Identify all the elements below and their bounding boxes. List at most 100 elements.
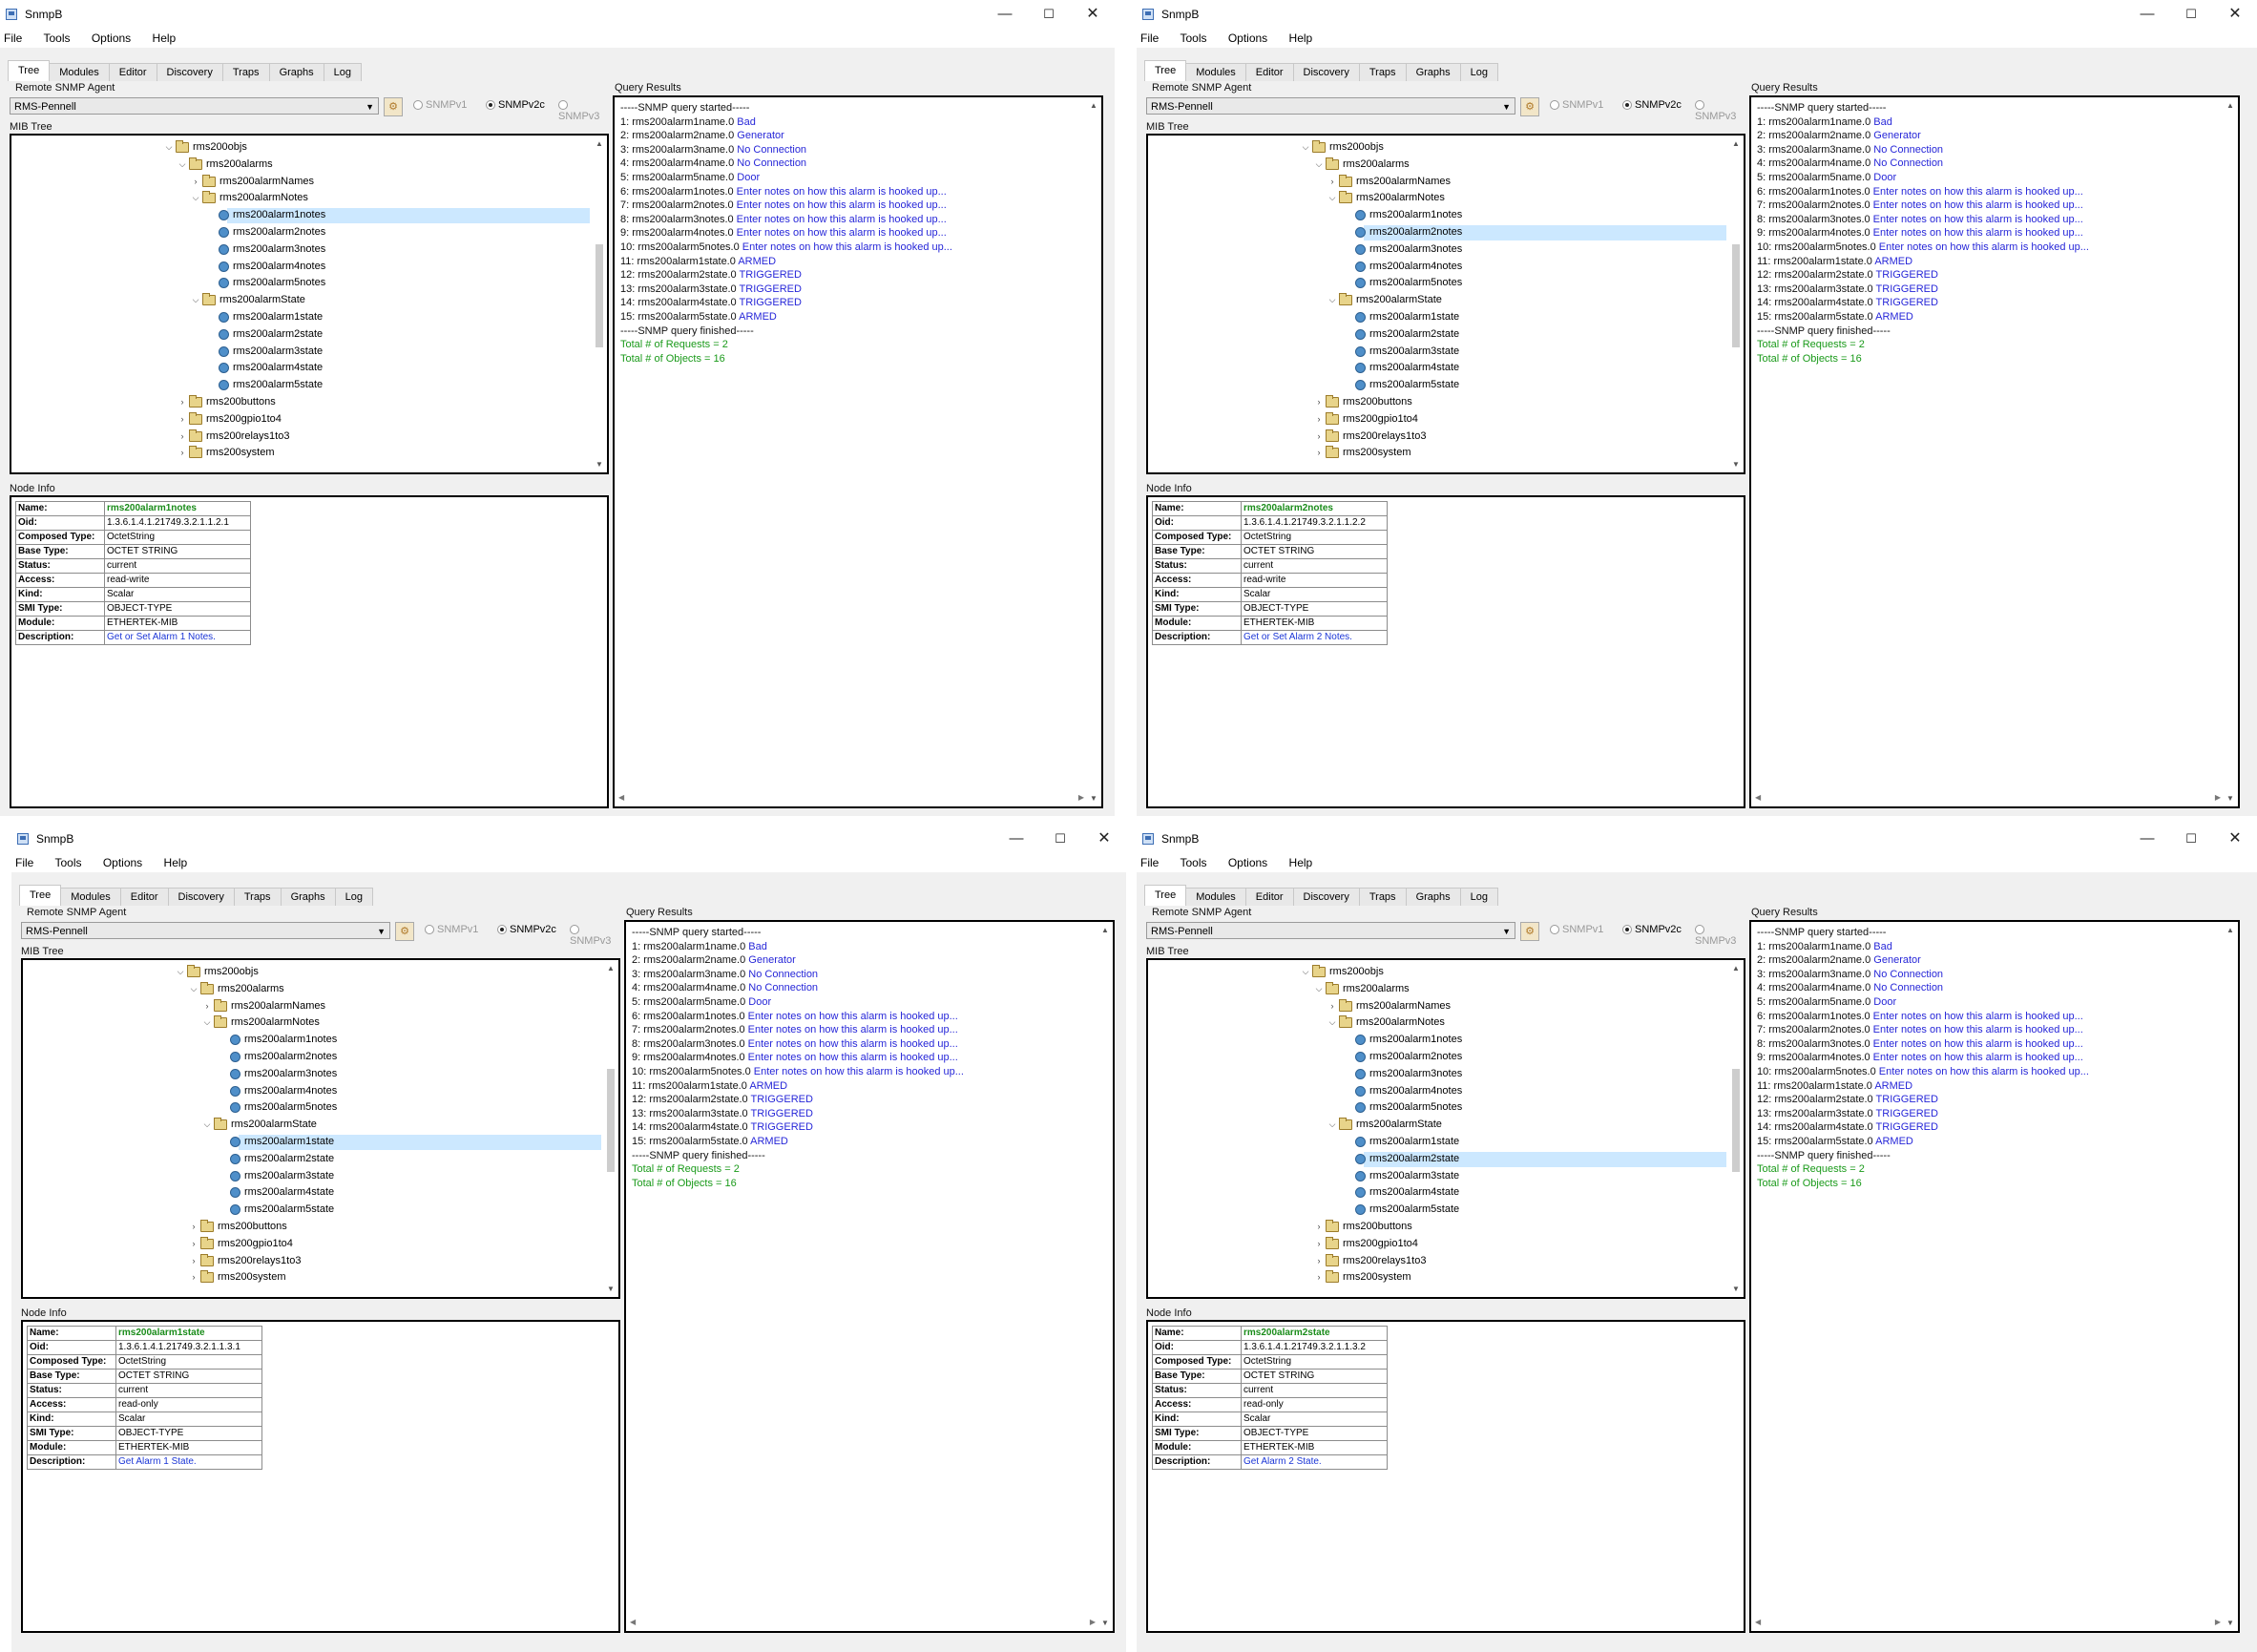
radio-snmpv3[interactable]: SNMPv3: [1695, 99, 1738, 122]
radio-snmpv3[interactable]: SNMPv3: [558, 99, 601, 122]
query-results-panel[interactable]: -----SNMP query started-----1: rms200ala…: [1749, 920, 2240, 1633]
results-scrollbar[interactable]: ▲ ▼: [2225, 99, 2236, 805]
scroll-left-icon[interactable]: ◀: [1755, 1618, 1762, 1626]
scroll-up-icon[interactable]: ▲: [607, 964, 615, 972]
tab-discovery[interactable]: Discovery: [1292, 888, 1360, 906]
tree-item[interactable]: rms200alarm1state: [1148, 309, 1728, 326]
agent-select[interactable]: RMS-Pennell ▼: [1146, 922, 1515, 939]
scroll-down-icon[interactable]: ▼: [1732, 1285, 1740, 1293]
chevron-down-icon[interactable]: ⌵: [1315, 158, 1323, 169]
scroll-up-icon[interactable]: ▲: [1090, 101, 1097, 110]
agent-select[interactable]: RMS-Pennell ▼: [21, 922, 390, 939]
radio-snmpv2c[interactable]: SNMPv2c: [1622, 99, 1682, 111]
tab-editor[interactable]: Editor: [1244, 888, 1294, 906]
tab-tree[interactable]: Tree: [19, 885, 62, 906]
tree-item[interactable]: rms200alarm5state: [23, 1202, 603, 1219]
scroll-down-icon[interactable]: ▼: [607, 1285, 615, 1293]
chevron-down-icon[interactable]: ⌵: [1328, 295, 1336, 305]
scroll-down-icon[interactable]: ▼: [1101, 1619, 1109, 1627]
tree-item[interactable]: ›rms200alarmNames: [1148, 174, 1728, 191]
tab-traps[interactable]: Traps: [1358, 888, 1407, 906]
menu-tools[interactable]: Tools: [43, 31, 71, 45]
chevron-right-icon[interactable]: ›: [194, 176, 198, 186]
menu-tools[interactable]: Tools: [1180, 31, 1207, 45]
tree-item[interactable]: ›rms200relays1to3: [11, 429, 592, 446]
tree-item[interactable]: ⌵rms200alarmNotes: [1148, 1014, 1728, 1032]
scroll-thumb[interactable]: [596, 244, 603, 347]
scroll-left-icon[interactable]: ◀: [618, 793, 625, 802]
chevron-right-icon[interactable]: ›: [1317, 430, 1321, 441]
radio-snmpv2c[interactable]: SNMPv2c: [1622, 924, 1682, 935]
tree-item[interactable]: ⌵rms200alarms: [1148, 157, 1728, 174]
chevron-right-icon[interactable]: ›: [1317, 1221, 1321, 1231]
tree-item[interactable]: rms200alarm4state: [1148, 1184, 1728, 1202]
chevron-down-icon[interactable]: ⌵: [178, 158, 186, 169]
chevron-down-icon[interactable]: ⌵: [1315, 983, 1323, 993]
chevron-down-icon[interactable]: ⌵: [203, 1119, 211, 1130]
tree-item[interactable]: rms200alarm2notes: [1148, 1049, 1728, 1066]
chevron-down-icon[interactable]: ⌵: [192, 193, 199, 203]
chevron-down-icon[interactable]: ⌵: [177, 967, 184, 976]
tree-item[interactable]: rms200alarm2notes: [11, 224, 592, 241]
chevron-down-icon[interactable]: ⌵: [190, 983, 198, 993]
close-button[interactable]: ✕: [2228, 6, 2242, 22]
chevron-down-icon[interactable]: ⌵: [192, 295, 199, 305]
tree-item[interactable]: ⌵rms200alarmNotes: [1148, 190, 1728, 207]
tree-item[interactable]: rms200alarm3notes: [1148, 241, 1728, 259]
radio-snmpv3[interactable]: SNMPv3: [1695, 924, 1738, 947]
mib-tree[interactable]: ⌵rms200objs⌵rms200alarms›rms200alarmName…: [1146, 134, 1745, 474]
tree-item[interactable]: ›rms200system: [1148, 445, 1728, 462]
tree-scrollbar[interactable]: ▲ ▼: [605, 962, 616, 1295]
tab-traps[interactable]: Traps: [1358, 63, 1407, 81]
tree-item[interactable]: rms200alarm1notes: [1148, 1032, 1728, 1049]
tab-log[interactable]: Log: [1459, 63, 1498, 81]
tree-item[interactable]: rms200alarm4state: [11, 360, 592, 377]
tree-item[interactable]: rms200alarm1notes: [1148, 207, 1728, 224]
chevron-down-icon[interactable]: ⌵: [1302, 967, 1309, 976]
menu-help[interactable]: Help: [152, 31, 177, 45]
scroll-right-icon[interactable]: ▶: [1077, 793, 1084, 802]
menu-tools[interactable]: Tools: [1180, 856, 1207, 869]
tree-item[interactable]: rms200alarm1state: [1148, 1134, 1728, 1151]
tree-item[interactable]: ›rms200alarmNames: [1148, 998, 1728, 1015]
chevron-right-icon[interactable]: ›: [1317, 448, 1321, 458]
maximize-button[interactable]: ☐: [2185, 7, 2197, 21]
chevron-right-icon[interactable]: ›: [205, 1000, 209, 1011]
menu-file[interactable]: File: [15, 856, 34, 869]
tree-item[interactable]: rms200alarm5state: [1148, 377, 1728, 394]
tree-item[interactable]: rms200alarm5notes: [1148, 1099, 1728, 1117]
mib-tree[interactable]: ⌵rms200objs⌵rms200alarms›rms200alarmName…: [10, 134, 609, 474]
tree-item[interactable]: ›rms200buttons: [11, 394, 592, 411]
menu-help[interactable]: Help: [163, 856, 188, 869]
tree-item[interactable]: ›rms200gpio1to4: [11, 411, 592, 429]
radio-snmpv1[interactable]: SNMPv1: [425, 924, 478, 935]
chevron-down-icon[interactable]: ⌵: [1302, 142, 1309, 152]
close-button[interactable]: ✕: [2228, 830, 2242, 847]
tab-tree[interactable]: Tree: [1144, 60, 1187, 81]
tab-modules[interactable]: Modules: [1185, 888, 1246, 906]
tree-item[interactable]: rms200alarm2notes: [1148, 224, 1728, 241]
tree-item[interactable]: ⌵rms200alarmState: [1148, 292, 1728, 309]
radio-snmpv1[interactable]: SNMPv1: [413, 99, 467, 111]
maximize-button[interactable]: ☐: [2185, 831, 2197, 846]
chevron-right-icon[interactable]: ›: [192, 1255, 196, 1265]
tab-log[interactable]: Log: [323, 63, 362, 81]
agent-profile-icon[interactable]: ⚙: [395, 922, 414, 941]
tab-modules[interactable]: Modules: [60, 888, 121, 906]
scroll-down-icon[interactable]: ▼: [2226, 794, 2234, 803]
chevron-right-icon[interactable]: ›: [1317, 413, 1321, 424]
tree-item[interactable]: ⌵rms200objs: [11, 139, 592, 157]
tree-item[interactable]: rms200alarm1notes: [11, 207, 592, 224]
tree-item[interactable]: rms200alarm5notes: [1148, 275, 1728, 292]
minimize-button[interactable]: —: [2140, 830, 2155, 847]
tree-item[interactable]: ⌵rms200objs: [1148, 964, 1728, 981]
tree-item[interactable]: ›rms200buttons: [1148, 394, 1728, 411]
query-results-panel[interactable]: -----SNMP query started-----1: rms200ala…: [624, 920, 1115, 1633]
tree-item[interactable]: ›rms200relays1to3: [23, 1253, 603, 1270]
chevron-down-icon[interactable]: ⌵: [1328, 1119, 1336, 1130]
scroll-right-icon[interactable]: ▶: [1089, 1618, 1096, 1626]
tree-item[interactable]: ›rms200system: [23, 1269, 603, 1286]
scroll-down-icon[interactable]: ▼: [1090, 794, 1097, 803]
tab-tree[interactable]: Tree: [1144, 885, 1187, 906]
radio-snmpv2c[interactable]: SNMPv2c: [497, 924, 556, 935]
